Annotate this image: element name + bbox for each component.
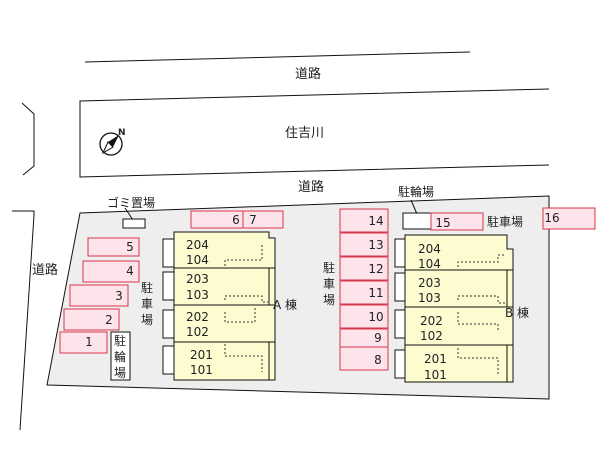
parking-center-label-3: 場 [323, 293, 335, 307]
unit-b-203: 203 [418, 276, 441, 290]
parking-space-12: 12 [368, 262, 383, 276]
parking-right-label: 駐車場 [487, 214, 523, 229]
unit-b-104: 104 [418, 257, 441, 271]
unit-b-102: 102 [420, 329, 443, 343]
parking-space-11: 11 [368, 286, 383, 300]
parking-space-15: 15 [430, 212, 484, 231]
unit-a-102: 102 [186, 325, 209, 339]
unit-a-202: 202 [186, 310, 209, 324]
svg-text:15: 15 [435, 216, 450, 230]
left-road-upper-edge [21, 102, 35, 176]
north-compass-icon: N [99, 128, 126, 156]
unit-b-103: 103 [418, 291, 441, 305]
parking-space-4: 4 [82, 260, 140, 283]
unit-b-101: 101 [424, 368, 447, 382]
parking-space-9: 9 [374, 331, 382, 345]
bike-parking-left-label-3: 場 [114, 366, 126, 380]
garbage-pointer [124, 207, 134, 221]
bike-parking-left-label-2: 輪 [114, 349, 126, 364]
unit-a-204: 204 [186, 238, 209, 252]
parking-space-6: 6 [232, 213, 240, 227]
svg-text:5: 5 [126, 240, 134, 254]
river-label: 住吉川 [285, 126, 324, 141]
garbage-area [122, 218, 146, 229]
bike-parking-top-label: 駐輪場 [398, 184, 434, 199]
building-b-label: B 棟 [505, 305, 529, 320]
parking-space-10: 10 [368, 310, 383, 324]
river-outline [79, 88, 550, 178]
parking-space-1: 1 [59, 331, 108, 354]
svg-text:16: 16 [544, 211, 559, 225]
left-road-lower-edge [12, 210, 35, 431]
svg-text:4: 4 [126, 264, 134, 278]
unit-b-201: 201 [424, 352, 447, 366]
parking-space-3: 3 [69, 284, 129, 307]
bike-parking-left [110, 331, 131, 381]
parking-left-label-2: 車 [141, 297, 153, 311]
parking-left-label-1: 駐 [141, 280, 153, 295]
parking-space-5: 5 [87, 237, 140, 257]
unit-a-101: 101 [190, 363, 213, 377]
bike-parking-left-label-1: 駐 [114, 333, 126, 348]
unit-b-204: 204 [418, 242, 441, 256]
building-a: 204 104 203 103 202 102 201 101 [162, 231, 276, 381]
top-road-label: 道路 [295, 66, 321, 82]
svg-text:3: 3 [115, 289, 123, 303]
bike-parking-top [402, 212, 432, 230]
unit-a-103: 103 [186, 288, 209, 302]
parking-space-6-7: 6 7 [190, 210, 284, 229]
parking-space-8: 8 [374, 353, 382, 367]
svg-text:N: N [118, 128, 126, 138]
unit-b-202: 202 [420, 314, 443, 328]
svg-text:1: 1 [85, 335, 93, 349]
middle-road-label: 道路 [298, 179, 324, 195]
unit-a-203: 203 [186, 272, 209, 286]
parking-left-label-3: 場 [141, 313, 153, 327]
parking-column-center: 14 13 12 11 10 9 8 [339, 208, 389, 371]
unit-a-201: 201 [190, 348, 213, 362]
garbage-area-label: ゴミ置場 [107, 195, 155, 210]
building-a-label: A 棟 [273, 297, 297, 312]
left-road-label: 道路 [32, 262, 58, 278]
unit-a-104: 104 [186, 253, 209, 267]
bike-parking-top-pointer [410, 199, 418, 215]
parking-space-16: 16 [542, 207, 596, 230]
parking-center-label-1: 駐 [323, 260, 335, 275]
parking-space-14: 14 [368, 214, 383, 228]
parking-space-7: 7 [249, 213, 257, 227]
building-b: 204 104 203 103 202 102 201 101 [394, 234, 514, 383]
parking-center-label-2: 車 [323, 277, 335, 291]
svg-text:2: 2 [105, 313, 113, 327]
parking-space-13: 13 [368, 238, 383, 252]
parking-space-2: 2 [63, 308, 120, 331]
top-road-edge [84, 51, 471, 63]
